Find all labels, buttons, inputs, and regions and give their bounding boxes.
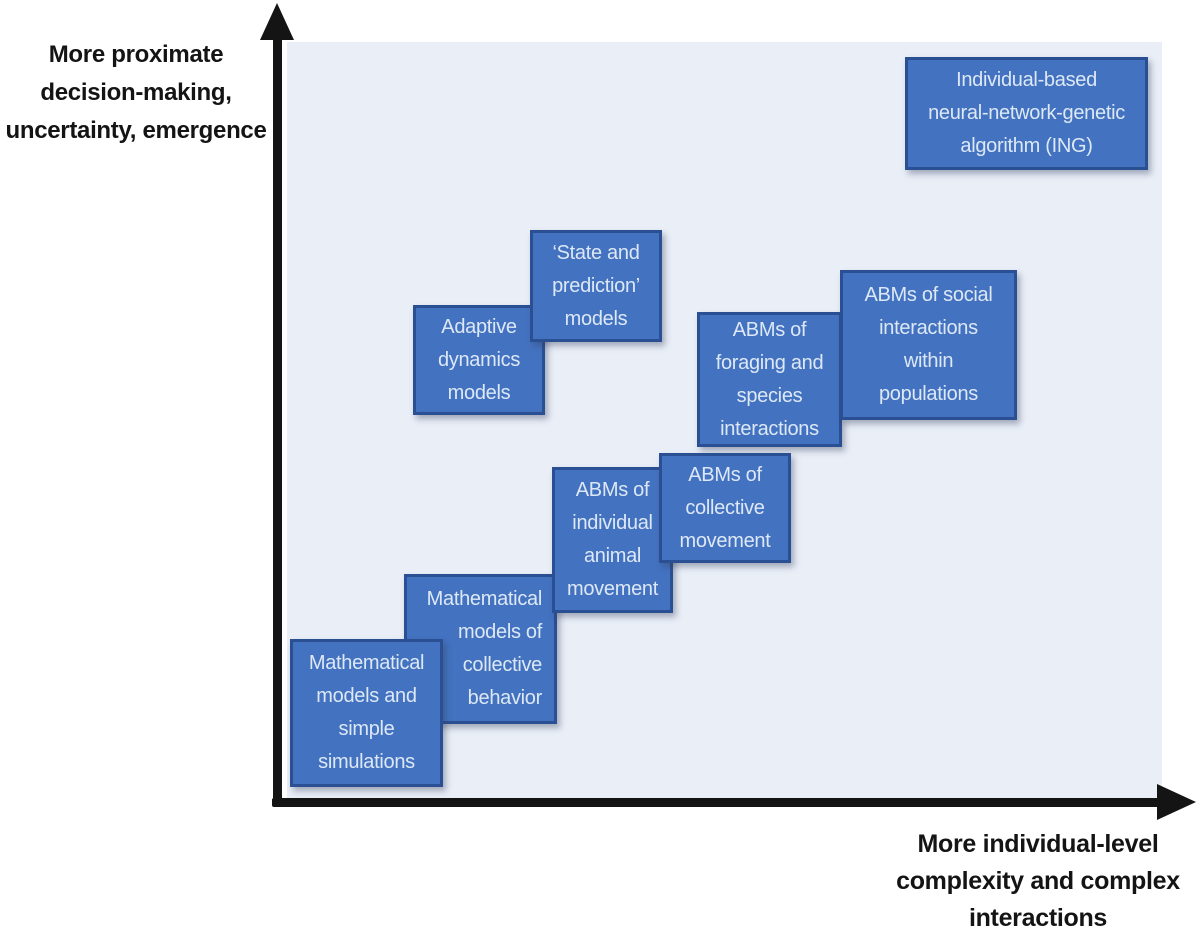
x-axis-label: More individual-level complexity and com… [896, 830, 1180, 932]
model-box-adaptive-dynamics: Adaptive dynamics models [413, 305, 545, 415]
model-box-mathematical-simple-simulations: Mathematical models and simple simulatio… [290, 639, 443, 787]
model-box-state-and-prediction: ‘State and prediction’ models [530, 230, 662, 342]
y-axis-line [273, 28, 282, 806]
x-axis-line [272, 798, 1160, 807]
model-box-label: ABMs of collective movement [679, 463, 771, 552]
y-axis-label: More proximate decision-making, uncertai… [5, 41, 267, 144]
model-box-label: Individual-based neural-network-genetic … [928, 69, 1125, 157]
model-box-label: Mathematical models and simple simulatio… [308, 652, 425, 773]
model-box-label: ABMs of foraging and species interaction… [715, 318, 824, 440]
model-box-abm-social-interactions: ABMs of social interactions within popul… [840, 270, 1017, 420]
model-box-abm-foraging-species-interactions: ABMs of foraging and species interaction… [697, 312, 842, 447]
model-box-label: ABMs of social interactions within popul… [864, 284, 993, 405]
model-box-abm-individual-animal-movement: ABMs of individual animal movement [552, 467, 673, 613]
model-box-individual-based-neural-network-genetic: Individual-based neural-network-genetic … [905, 57, 1148, 170]
model-box-label: ‘State and prediction’ models [552, 241, 640, 330]
y-axis-arrowhead-icon [260, 3, 294, 40]
model-box-label: Adaptive dynamics models [437, 315, 521, 404]
model-box-label: Mathematical models of collective behavi… [426, 588, 543, 709]
model-box-mathematical-collective-behavior: Mathematical models of collective behavi… [404, 574, 557, 724]
model-box-label: ABMs of individual animal movement [567, 479, 658, 600]
x-axis-arrowhead-icon [1157, 784, 1196, 820]
model-box-abm-collective-movement: ABMs of collective movement [659, 453, 791, 563]
